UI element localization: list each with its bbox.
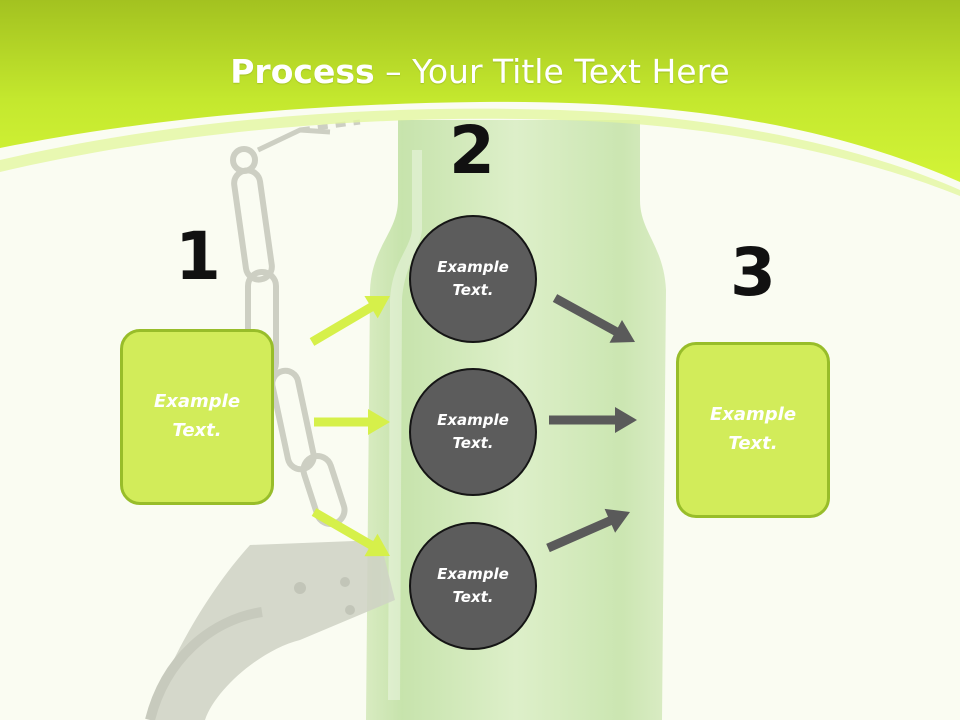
arrow-1-to-2c: [311, 508, 390, 557]
arrow-1-to-2a: [309, 296, 390, 346]
header-swoosh: [0, 108, 960, 196]
header-band: [0, 0, 960, 182]
handcuff-illustration: [145, 540, 395, 720]
step-2-circle-1-text: Example Text.: [437, 257, 509, 299]
arrow-1-to-2b: [314, 409, 390, 435]
arrow-2c-to-3: [546, 508, 630, 553]
bottle-shine: [388, 150, 422, 700]
arrow-2a-to-3: [552, 294, 635, 343]
step-number-2: 2: [449, 112, 495, 189]
step-number-1: 1: [175, 218, 221, 295]
title-rest: – Your Title Text Here: [374, 52, 730, 91]
step-number-3: 3: [730, 234, 776, 311]
slide-title: Process – Your Title Text Here: [0, 52, 960, 91]
step-1-box: Example Text.: [120, 329, 274, 505]
step-3-box: Example Text.: [676, 342, 830, 518]
step-2-circle-2-text: Example Text.: [437, 410, 509, 452]
step-2-circle-3-text: Example Text.: [437, 564, 509, 606]
step-2-circle-2: Example Text.: [409, 368, 537, 496]
step-2-circle-1: Example Text.: [409, 215, 537, 343]
step-1-text: Example Text.: [153, 391, 241, 441]
step-2-circle-3: Example Text.: [409, 522, 537, 650]
step-3-text: Example Text.: [709, 404, 797, 454]
title-bold: Process: [230, 52, 375, 91]
arrow-2b-to-3: [549, 407, 637, 433]
